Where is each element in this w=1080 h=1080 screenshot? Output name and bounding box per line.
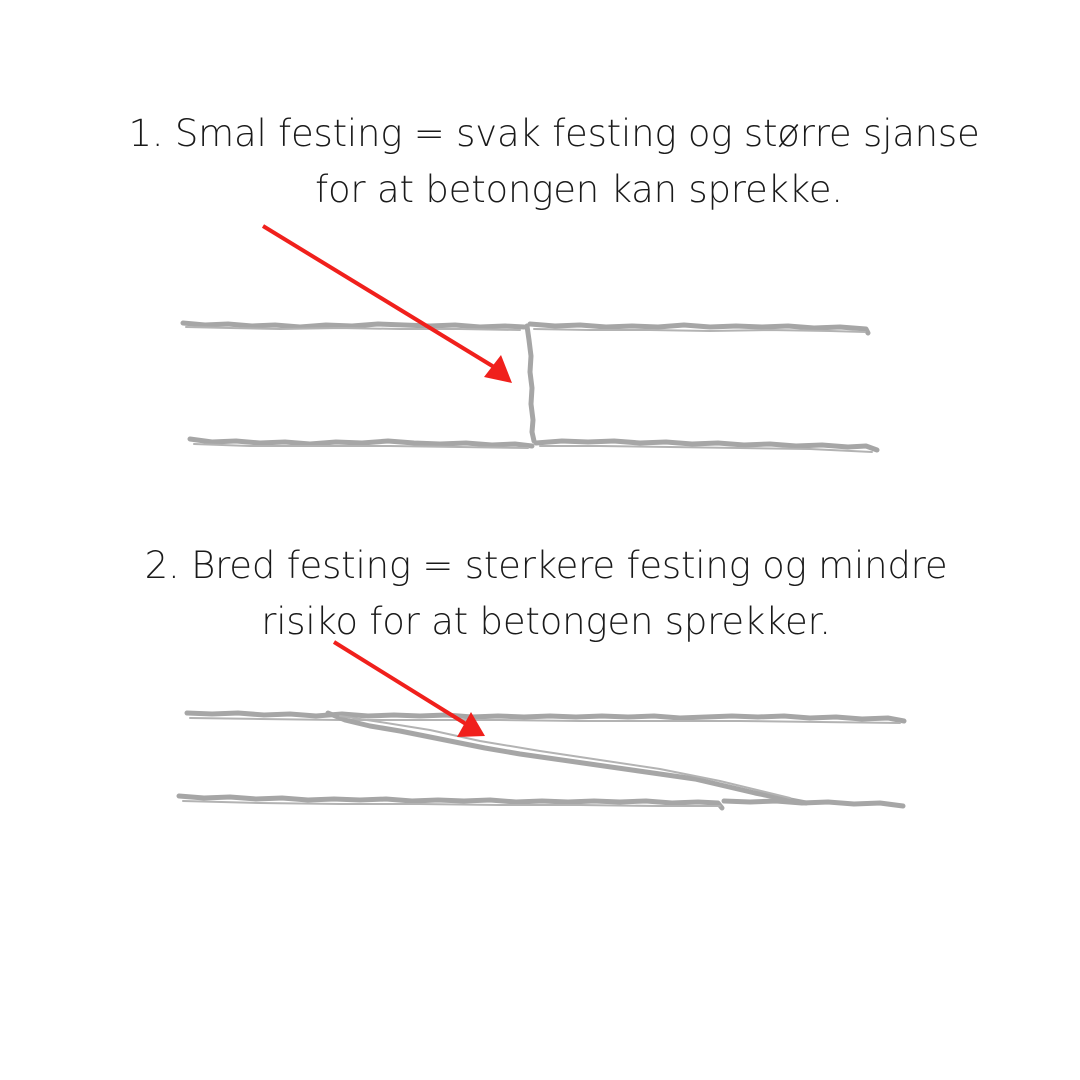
narrow-joint-left-top-edge-texture: [185, 326, 521, 331]
narrow-joint-left-bottom-edge: [187, 436, 535, 449]
narrow-joint-diagram: [180, 224, 880, 453]
wide-joint-scarf-seam: [325, 710, 809, 806]
caption-narrow-joint-line-1: 1. Smal festing = svak festing og større…: [128, 112, 980, 155]
wide-joint-scarf-seam-texture: [339, 715, 791, 799]
narrow-joint-arrow-head: [484, 355, 512, 383]
caption-wide-joint-line-2: risiko for at betongen sprekker.: [261, 600, 831, 643]
wide-joint-arrow-shaft: [332, 640, 468, 726]
caption-narrow-joint-line-2: for at betongen kan sprekke.: [315, 168, 843, 211]
caption-narrow-joint: 1. Smal festing = svak festing og større…: [0, 106, 1080, 218]
wide-joint-diagram: [176, 640, 907, 811]
wide-joint-bottom-edge-texture: [182, 800, 721, 807]
caption-wide-joint: 2. Bred festing = sterkere festing og mi…: [0, 538, 1080, 650]
wide-joint-bottom-edge: [176, 793, 725, 811]
narrow-joint-seam: [524, 323, 537, 444]
narrow-joint-left-bottom-edge-texture: [193, 443, 529, 449]
wide-joint-top-edge-texture: [189, 717, 901, 724]
narrow-joint-right-top-edge: [527, 321, 871, 336]
wide-joint-top-edge: [184, 710, 907, 724]
narrow-joint-left-top-edge: [180, 320, 527, 330]
narrow-joint-right-bottom-edge: [533, 438, 880, 453]
narrow-joint-right-bottom-edge-texture: [539, 445, 873, 453]
wide-joint-bottom-edge-right: [721, 798, 906, 809]
wide-joint-arrow-head: [457, 712, 485, 737]
caption-wide-joint-line-1: 2. Bred festing = sterkere festing og mi…: [144, 544, 948, 587]
narrow-joint-arrow-shaft: [261, 224, 496, 369]
narrow-joint-right-top-edge-texture: [533, 328, 866, 333]
